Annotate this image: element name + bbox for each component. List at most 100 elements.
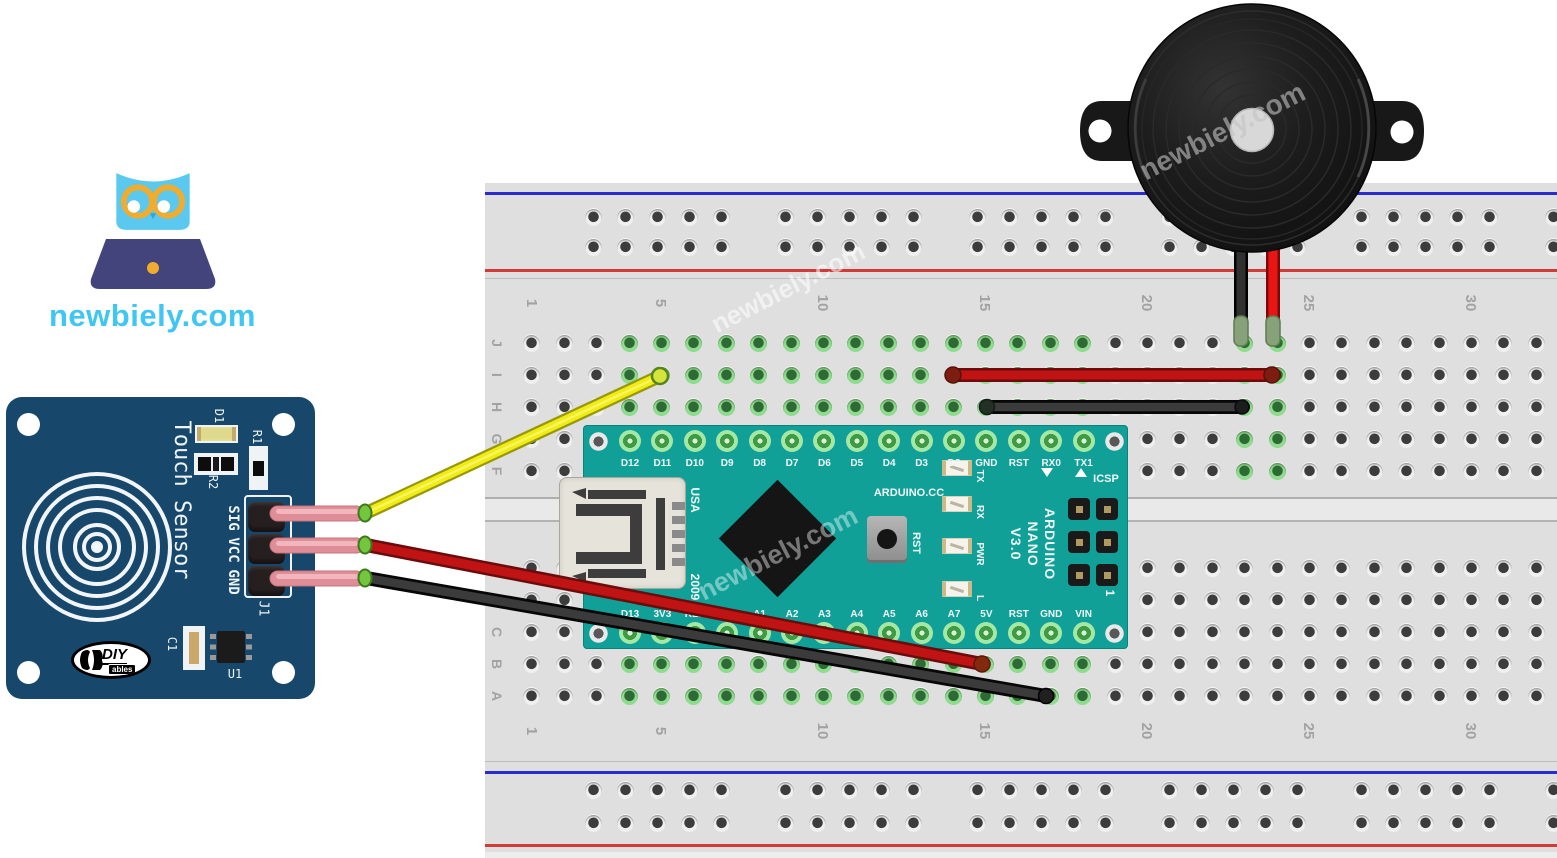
breadboard-hole [1365, 398, 1383, 416]
icsp-pin[interactable] [1068, 564, 1090, 586]
breadboard-hole [1430, 334, 1448, 352]
nano-pin-label: RST [1008, 608, 1029, 620]
power-rail-hole [1544, 814, 1557, 832]
touch-pad[interactable] [22, 472, 172, 622]
breadboard-hole [750, 398, 768, 416]
breadboard-hole [1527, 366, 1545, 384]
nano-pin-d8[interactable] [748, 430, 771, 452]
breadboard-hole [1495, 398, 1513, 416]
power-rail-hole [648, 238, 666, 256]
buzzer-center [1229, 107, 1275, 153]
nano-pin-label: D3 [915, 457, 928, 469]
nano-pin-vin[interactable] [1072, 622, 1095, 644]
icsp-pin[interactable] [1096, 498, 1118, 520]
diyables-owl-icon [80, 650, 103, 670]
nano-pin-a7[interactable] [943, 622, 965, 644]
nano-pin-d5[interactable] [845, 430, 868, 452]
nano-mounting-hole [1105, 432, 1124, 451]
tx-led [942, 460, 972, 476]
breadboard-hole [1138, 655, 1156, 673]
breadboard-hole [1398, 655, 1416, 673]
nano-pin-rx0[interactable] [1040, 430, 1063, 452]
power-rail-hole [1416, 814, 1434, 832]
power-rail-hole [776, 208, 794, 226]
breadboard-hole [1398, 366, 1416, 384]
nano-pin-label: A4 [850, 608, 864, 620]
breadboard-hole [912, 334, 930, 352]
breadboard-hole [1333, 591, 1351, 609]
breadboard-hole [1300, 655, 1318, 673]
icsp-pin[interactable] [1068, 531, 1090, 553]
power-rail-hole [872, 238, 890, 256]
wire-sensor-vcc[interactable] [359, 538, 989, 671]
nano-pin-d6[interactable] [813, 430, 836, 452]
nano-pin-gnd[interactable] [1040, 622, 1063, 644]
breadboard-hole [555, 366, 573, 384]
breadboard-hole [1009, 655, 1027, 673]
icsp-pin[interactable] [1096, 564, 1118, 586]
breadboard-hole [555, 591, 573, 609]
breadboard-hole [1430, 687, 1448, 705]
led [195, 425, 238, 443]
power-rail-hole [712, 238, 730, 256]
breadboard-hole [1430, 655, 1448, 673]
breadboard-hole [1236, 430, 1254, 448]
breadboard-bottom-edge [485, 852, 1557, 858]
nano-pin-d7[interactable] [781, 430, 803, 452]
breadboard-hole [555, 655, 573, 673]
nano-pin-gnd[interactable] [975, 430, 998, 452]
nano-pin-rst[interactable] [1007, 622, 1030, 644]
nano-text-arduino-cc: ARDUINO.CC [873, 487, 945, 499]
nano-pin-d10[interactable] [683, 430, 706, 452]
power-rail-hole [904, 238, 922, 256]
rx-led [942, 496, 972, 512]
sensor-wire-sleeves[interactable] [269, 505, 365, 587]
nano-pin-d3[interactable] [910, 430, 933, 452]
nano-pin-d12[interactable] [619, 430, 641, 452]
power-rail-hole [840, 238, 858, 256]
breadboard-hole [717, 366, 735, 384]
nano-pin-tx1[interactable] [1072, 430, 1095, 452]
wire-sensor-sig[interactable] [359, 369, 667, 520]
newbiely-logo: newbiely.com [35, 168, 270, 334]
reset-button[interactable] [867, 516, 907, 563]
touch-sensor-module[interactable]: Touch Sensor D1 R2 R1 SIG VCC GND J1 D [6, 397, 315, 699]
breadboard-hole [588, 366, 606, 384]
icsp-pin[interactable] [1068, 498, 1090, 520]
nano-pin-d9[interactable] [716, 430, 739, 452]
power-rail-hole [808, 208, 826, 226]
nano-pin-rst[interactable] [1007, 430, 1030, 452]
nano-pin-a6[interactable] [910, 622, 933, 644]
breadboard-hole [685, 366, 703, 384]
power-rail-hole [904, 208, 922, 226]
power-rail-hole [840, 208, 858, 226]
power-rail-hole [1384, 208, 1402, 226]
nano-pin-d4[interactable] [878, 430, 901, 452]
nano-pin-d2[interactable] [943, 430, 965, 452]
power-rail-hole [648, 814, 666, 832]
nano-pin-5v[interactable] [975, 622, 998, 644]
wire-sensor-gnd[interactable] [359, 571, 1053, 703]
breadboard-hole [1203, 687, 1221, 705]
breadboard-hole [782, 334, 800, 352]
power-rail-hole [1096, 781, 1114, 799]
nano-pin-d11[interactable] [651, 430, 674, 452]
nano-pin-label: D11 [653, 457, 672, 469]
piezo-buzzer[interactable] [1072, 0, 1442, 265]
power-rail-hole [1416, 781, 1434, 799]
power-rail-hole [1000, 781, 1018, 799]
breadboard-hole [620, 687, 638, 705]
breadboard-hole [1462, 559, 1480, 577]
breadboard-hole [1138, 623, 1156, 641]
breadboard-hole [1300, 687, 1318, 705]
arduino-nano[interactable]: USA 2009 ARDUINO.CC RST TX RX PWR L ARDU… [559, 425, 1128, 649]
breadboard-hole [847, 398, 865, 416]
icsp-pin[interactable] [1096, 531, 1118, 553]
power-rail-hole [968, 781, 986, 799]
breadboard-hole [685, 655, 703, 673]
breadboard-hole [1203, 334, 1221, 352]
breadboard-hole [1462, 655, 1480, 673]
breadboard-hole [1398, 591, 1416, 609]
nano-pin-label: A7 [947, 608, 961, 620]
diyables-logo: DIY ables [71, 641, 151, 679]
